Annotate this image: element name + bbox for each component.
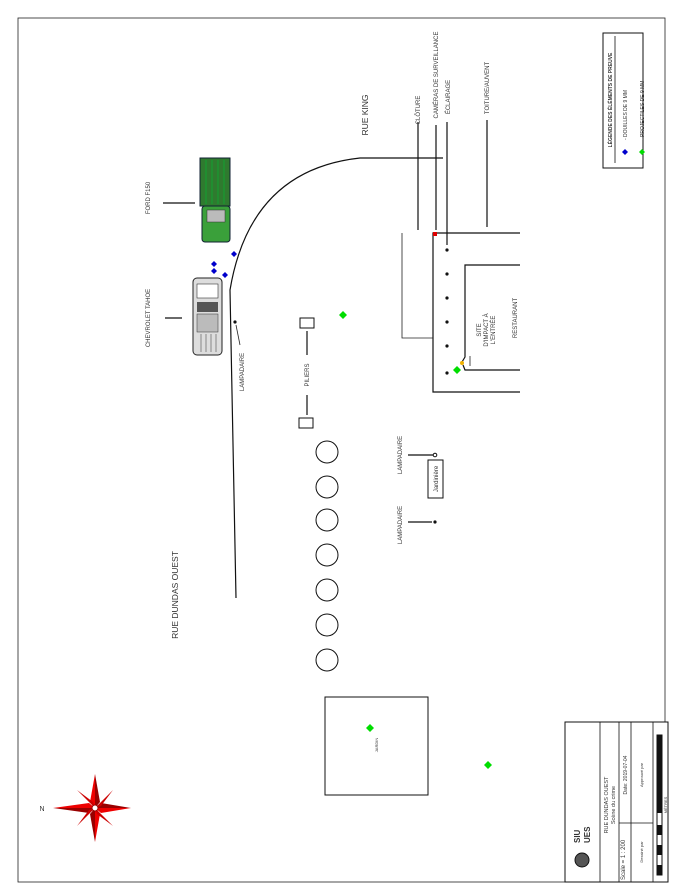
shell-casing-marker bbox=[211, 261, 217, 267]
shell-casings bbox=[211, 251, 237, 278]
tree-circles bbox=[315, 440, 339, 672]
scale-units: MÈTRES bbox=[663, 796, 668, 813]
road-curb bbox=[229, 157, 443, 599]
shell-casing-marker bbox=[211, 268, 217, 274]
impact-label-2: D'IMPACT À bbox=[483, 313, 490, 346]
scale-bar bbox=[656, 734, 663, 876]
page-border bbox=[17, 17, 666, 883]
location-title: RUE DUNDAS OUEST bbox=[604, 776, 610, 833]
compass-north-label: N bbox=[39, 806, 44, 813]
lamp-label-1: LAMPADAIRE bbox=[240, 353, 246, 391]
camera-marker bbox=[433, 232, 437, 236]
fence-label: CLÔTURE bbox=[415, 96, 422, 125]
legend-item-projectiles: - PROJECTILES DE 9 MM bbox=[640, 81, 646, 140]
approved-by: Approuvé par bbox=[639, 762, 644, 787]
projectile-marker bbox=[339, 311, 347, 319]
projectiles bbox=[339, 311, 492, 769]
planter-label: Jardinière bbox=[434, 465, 440, 492]
lamp-label-3: LAMPADAIRE bbox=[398, 506, 404, 544]
street-label-dundas: RUE DUNDAS OUEST bbox=[170, 551, 180, 639]
lamp-post-marker bbox=[433, 520, 437, 524]
restaurant-label: RESTAURANT bbox=[513, 298, 519, 339]
ford-label: FORD F150 bbox=[146, 181, 152, 214]
restaurant-building bbox=[401, 232, 520, 393]
tree-circle bbox=[315, 613, 339, 637]
lamp-label-2: LAMPADAIRE bbox=[398, 436, 404, 474]
org-ues: UES bbox=[583, 826, 592, 843]
north-compass bbox=[53, 774, 131, 842]
org-siu: SIU bbox=[573, 829, 582, 843]
planter-box bbox=[427, 459, 444, 499]
garden-area bbox=[324, 696, 429, 796]
ford-f150-vehicle bbox=[199, 157, 231, 243]
tree-circle bbox=[315, 440, 339, 464]
impact-site-marker bbox=[460, 361, 464, 365]
tree-circle bbox=[315, 508, 339, 532]
siu-logo-seal bbox=[574, 852, 590, 868]
evidence-legend: LÉGENDE DES ÉLÉMENTS DE PREUVE - DOUILLE… bbox=[602, 32, 646, 169]
scale-text: Scale = 1 : 200 bbox=[621, 839, 627, 880]
shell-casing-marker bbox=[222, 272, 228, 278]
pillar bbox=[299, 317, 315, 329]
shell-casing-marker bbox=[231, 251, 237, 257]
legend-item-casings: - DOUILLES DE 9 MM bbox=[623, 90, 629, 140]
lighting-label: ÉCLAIRAGE bbox=[445, 80, 452, 114]
tree-circle bbox=[315, 648, 339, 672]
pillar bbox=[298, 417, 314, 429]
tree-circle bbox=[315, 475, 339, 499]
projectile-legend-icon bbox=[639, 149, 645, 155]
lamp-post-marker bbox=[432, 452, 438, 458]
projectile-marker bbox=[453, 366, 461, 374]
roof-label: TOITURE/AUVENT bbox=[485, 62, 491, 115]
subtitle: Scène du crime bbox=[611, 786, 617, 824]
tree-circle bbox=[315, 543, 339, 567]
title-block: SIU UES RUE DUNDAS OUEST Scène du crime … bbox=[564, 721, 669, 883]
light-fixtures bbox=[445, 248, 449, 375]
impact-label-3: L'ENTRÉE bbox=[490, 316, 497, 345]
impact-label-1: SITE bbox=[477, 323, 483, 336]
chevrolet-tahoe-vehicle bbox=[192, 277, 223, 356]
projectile-marker bbox=[484, 761, 492, 769]
projectile-marker bbox=[366, 724, 374, 732]
shell-casing-legend-icon bbox=[622, 149, 628, 155]
lamp-post-marker bbox=[233, 320, 237, 324]
tree-circle bbox=[315, 578, 339, 602]
lamp-leader-line bbox=[235, 324, 241, 346]
street-label-king: RUE KING bbox=[360, 94, 370, 135]
cameras-label: CAMÉRAS DE SURVEILLANCE bbox=[433, 32, 440, 119]
tahoe-label: CHEVROLET TAHOE bbox=[146, 289, 152, 347]
drawn-by: Dessiné par bbox=[639, 841, 644, 863]
legend-title: LÉGENDE DES ÉLÉMENTS DE PREUVE bbox=[606, 52, 614, 147]
pillars-label: PILIERS bbox=[305, 363, 311, 386]
date: Date: 2019-07-04 bbox=[623, 755, 629, 794]
garden-label: JARDIN bbox=[374, 738, 379, 753]
